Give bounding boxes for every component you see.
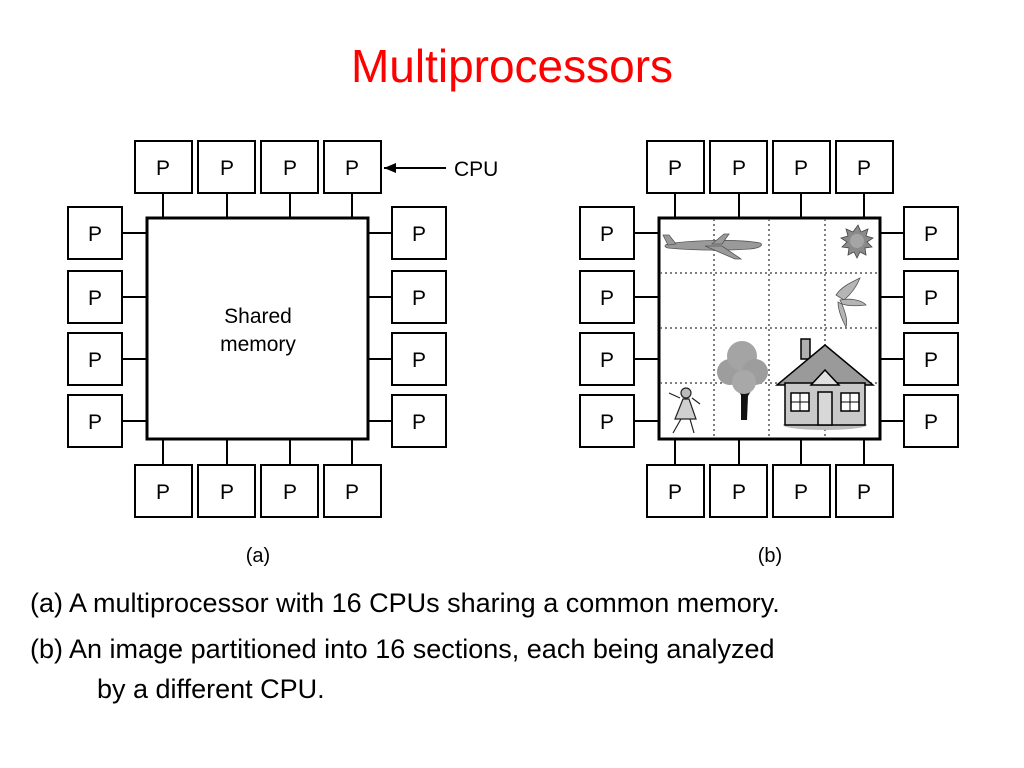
- cpu-label: CPU: [454, 158, 498, 181]
- svg-text:P: P: [283, 481, 297, 504]
- processor-box: P: [903, 394, 959, 448]
- processor-box: P: [579, 270, 635, 324]
- svg-text:P: P: [600, 411, 614, 434]
- svg-text:P: P: [924, 223, 938, 246]
- bird-icon: [835, 277, 867, 329]
- processor-box: P: [835, 464, 894, 518]
- svg-text:P: P: [220, 481, 234, 504]
- svg-text:P: P: [345, 157, 359, 180]
- diagram-b-connectors: [634, 193, 904, 465]
- processor-box: P: [67, 332, 123, 386]
- shared-memory-label-line2: memory: [220, 333, 296, 356]
- svg-text:P: P: [732, 157, 746, 180]
- processor-box: P: [67, 394, 123, 448]
- processor-box: P: [709, 464, 768, 518]
- sun-icon: [840, 224, 874, 259]
- processor-box: P: [903, 332, 959, 386]
- slide-title: Multiprocessors: [350, 40, 674, 92]
- svg-text:P: P: [156, 481, 170, 504]
- processor-box: P: [835, 140, 894, 194]
- processor-box: P: [260, 464, 319, 518]
- caption-b-line2: by a different CPU.: [97, 674, 325, 704]
- svg-text:P: P: [412, 411, 426, 434]
- svg-text:P: P: [345, 481, 359, 504]
- diagram-b-label: (b): [758, 545, 782, 567]
- diagram-a: Shared memory P P P P P P P P P P P P P …: [67, 140, 498, 567]
- processor-box: P: [323, 464, 382, 518]
- shared-memory-block: [145, 216, 370, 441]
- shared-memory-label-line1: Shared: [224, 305, 292, 328]
- diagram-a-connectors: [122, 193, 392, 465]
- processor-box: P: [134, 464, 193, 518]
- svg-text:P: P: [88, 287, 102, 310]
- svg-text:P: P: [412, 223, 426, 246]
- processor-box: P: [646, 464, 705, 518]
- processor-box: P: [197, 464, 256, 518]
- svg-text:P: P: [600, 287, 614, 310]
- processor-box: P: [579, 394, 635, 448]
- tree-icon: [717, 341, 768, 420]
- processor-box: P: [260, 140, 319, 194]
- girl-icon: [668, 387, 701, 434]
- svg-text:P: P: [600, 349, 614, 372]
- processor-box: P: [134, 140, 193, 194]
- svg-text:P: P: [412, 287, 426, 310]
- diagram-a-label: (a): [246, 545, 270, 567]
- svg-text:P: P: [794, 481, 808, 504]
- svg-text:P: P: [156, 157, 170, 180]
- processor-box: P: [391, 270, 447, 324]
- processor-box: P: [579, 332, 635, 386]
- svg-text:P: P: [220, 157, 234, 180]
- svg-text:P: P: [794, 157, 808, 180]
- svg-text:P: P: [732, 481, 746, 504]
- svg-text:P: P: [668, 157, 682, 180]
- svg-text:P: P: [857, 157, 871, 180]
- processor-box: P: [391, 332, 447, 386]
- airplane-icon: [662, 233, 762, 260]
- processor-box: P: [903, 270, 959, 324]
- svg-text:P: P: [924, 411, 938, 434]
- partition-grid: [660, 219, 879, 438]
- svg-text:P: P: [668, 481, 682, 504]
- svg-text:P: P: [600, 223, 614, 246]
- processor-box: P: [709, 140, 768, 194]
- caption-b-line1: (b) An image partitioned into 16 section…: [30, 634, 775, 664]
- processor-box: P: [323, 140, 382, 194]
- processor-box: P: [391, 206, 447, 260]
- svg-text:P: P: [924, 287, 938, 310]
- svg-text:P: P: [283, 157, 297, 180]
- processor-box: P: [646, 140, 705, 194]
- svg-text:P: P: [88, 349, 102, 372]
- processor-box: P: [903, 206, 959, 260]
- multiprocessor-figure: Shared memory P P P P P P P P P P P P P …: [67, 140, 959, 567]
- processor-box: P: [67, 206, 123, 260]
- processor-box: P: [772, 464, 831, 518]
- processor-box: P: [772, 140, 831, 194]
- svg-text:P: P: [857, 481, 871, 504]
- svg-text:P: P: [412, 349, 426, 372]
- svg-text:P: P: [88, 411, 102, 434]
- svg-text:P: P: [924, 349, 938, 372]
- processor-box: P: [391, 394, 447, 448]
- processor-box: P: [197, 140, 256, 194]
- caption-a: (a) A multiprocessor with 16 CPUs sharin…: [30, 588, 780, 618]
- processor-box: P: [579, 206, 635, 260]
- svg-text:P: P: [88, 223, 102, 246]
- processor-box: P: [67, 270, 123, 324]
- house-icon: [774, 338, 876, 430]
- diagram-b: P P P P P P P P P P P P P P P P (b): [579, 140, 959, 567]
